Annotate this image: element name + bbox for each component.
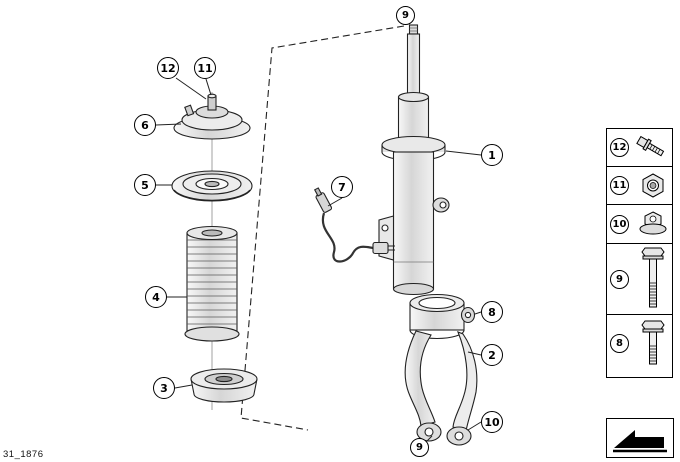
- assembly-dashed-outline: [240, 25, 405, 431]
- leader-lines: [155, 77, 482, 442]
- callout-8[interactable]: 8: [481, 301, 503, 323]
- callout-10[interactable]: 10: [481, 411, 503, 433]
- callout-1[interactable]: 1: [481, 144, 503, 166]
- callout-2[interactable]: 2: [481, 344, 503, 366]
- part-6-support-bearing: [173, 93, 251, 140]
- legend-callout-12: 12: [610, 138, 629, 157]
- callout-6[interactable]: 6: [134, 114, 156, 136]
- flange-nut-icon: [633, 210, 672, 238]
- hex-nut-icon: [633, 172, 672, 199]
- part-5-spring-pad: [171, 170, 253, 202]
- legend-callout-8: 8: [610, 334, 629, 353]
- callout-5[interactable]: 5: [134, 174, 156, 196]
- legend-row-12[interactable]: 12: [607, 129, 672, 167]
- legend-callout-9: 9: [610, 269, 629, 289]
- part-2-swing-support: [404, 293, 478, 446]
- travel-direction-box: [606, 418, 674, 458]
- part-3-bump-stop-cup: [190, 368, 258, 403]
- legend-row-10[interactable]: 10: [607, 205, 672, 244]
- legend-row-9[interactable]: 9: [607, 244, 672, 315]
- callout-3[interactable]: 3: [153, 377, 175, 399]
- legend-callout-11: 11: [610, 176, 629, 195]
- diagram-code: 31_1876: [3, 449, 44, 460]
- travel-direction-arrow-icon: [613, 430, 667, 453]
- part-7-sensor-cable: [313, 187, 395, 263]
- fastener-legend: 12 11: [606, 128, 673, 378]
- legend-callout-10: 10: [610, 214, 629, 234]
- hex-bolt-icon: [633, 320, 672, 368]
- legend-row-11[interactable]: 11: [607, 167, 672, 205]
- callout-4[interactable]: 4: [145, 286, 167, 308]
- callout-12[interactable]: 12: [157, 57, 179, 79]
- callout-7[interactable]: 7: [331, 176, 353, 198]
- flange-screw-icon: [633, 134, 672, 162]
- part-1-spring-strut: [378, 24, 450, 296]
- legend-row-8[interactable]: 8: [607, 315, 672, 372]
- callout-11[interactable]: 11: [194, 57, 216, 79]
- part-4-protective-boot: [184, 225, 240, 342]
- callout-9-top[interactable]: 9: [396, 6, 415, 25]
- long-bolt-icon: [633, 247, 672, 311]
- callout-9-bottom[interactable]: 9: [410, 438, 429, 457]
